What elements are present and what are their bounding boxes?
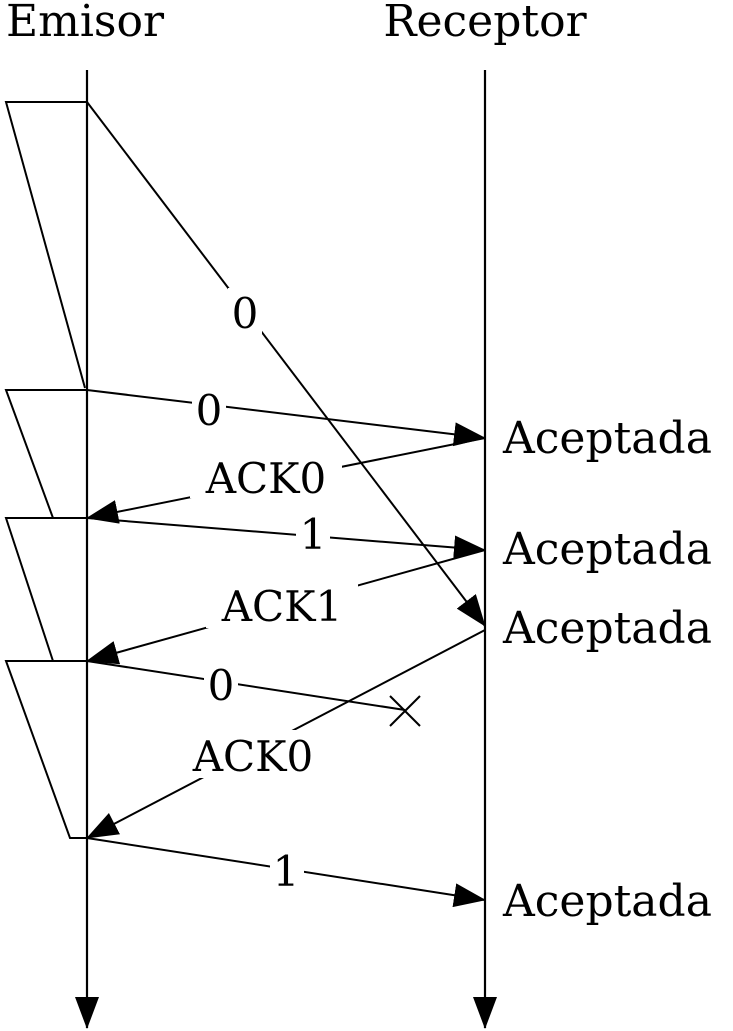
receiver-event-3: Aceptada [502,603,712,654]
arrow-m1 [86,101,486,627]
arrow-m4 [86,517,486,560]
arrow-m2 [86,389,486,447]
sender-header: Emisor [6,0,165,47]
message-label-m8: 1 [273,847,300,896]
message-label-m7: ACK0 [192,732,314,781]
message-label-m1: 0 [232,289,259,338]
timeout-timer-2 [4,389,87,519]
message-label-m3: ACK0 [205,454,327,503]
message-label-m2: 0 [196,386,223,435]
timeout-timers [4,101,87,839]
timeout-timer-4 [4,660,87,839]
loss-marker-cross [389,695,421,727]
timeout-timer-1 [4,101,87,389]
receiver-event-1: Aceptada [502,413,712,464]
arrow-m6-lost [86,660,406,711]
receiver-event-4: Aceptada [502,876,712,927]
message-label-m4: 1 [300,510,327,559]
receiver-event-2: Aceptada [502,524,712,575]
receiver-header: Receptor [383,0,587,47]
timeout-timer-3 [4,517,87,662]
message-label-m6: 0 [208,661,235,710]
message-label-m5: ACK1 [221,582,343,631]
